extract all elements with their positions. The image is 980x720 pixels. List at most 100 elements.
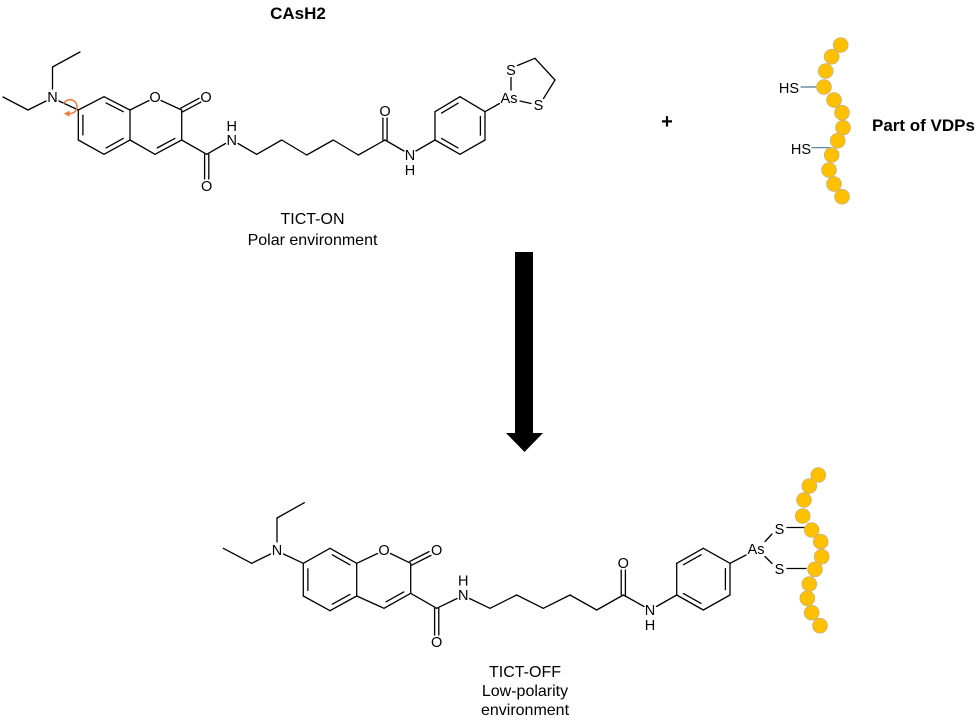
reaction-arrow xyxy=(506,252,543,452)
atom-label-o: O xyxy=(378,543,389,559)
ring-bond xyxy=(103,96,131,111)
single-bond xyxy=(729,554,747,564)
aromatic-double-bond xyxy=(440,102,459,114)
aromatic-double-bond xyxy=(385,591,405,603)
thiol-label: HS xyxy=(779,81,799,97)
amino-acid-residue-bead xyxy=(801,576,818,592)
atom-label-n: N xyxy=(458,588,468,604)
dithiolane-bond xyxy=(542,79,556,100)
atom-label-h: H xyxy=(645,618,655,634)
amino-acid-residue-bead xyxy=(803,604,820,621)
atom-label-o: O xyxy=(200,90,211,106)
ring-bond xyxy=(329,595,358,612)
amino-acid-residue-bead xyxy=(799,590,816,607)
linker-bond xyxy=(237,142,258,155)
lactone-carbonyl-bond xyxy=(180,97,200,109)
ring-bond xyxy=(302,595,331,612)
single-bond xyxy=(154,139,183,155)
amino-acid-residue-bead xyxy=(812,533,829,550)
aromatic-double-bond xyxy=(105,102,124,113)
single-bond xyxy=(764,533,773,543)
plus-sign: + xyxy=(661,111,673,133)
linker-bond xyxy=(281,139,308,156)
linker-bond xyxy=(596,594,624,611)
atom-label-h: H xyxy=(458,574,468,590)
atom-label-o: O xyxy=(201,179,212,195)
ethyl-bond xyxy=(222,547,253,564)
amino-acid-residue-bead xyxy=(796,492,812,508)
aromatic-double-bond xyxy=(331,554,351,566)
single-bond xyxy=(389,552,412,564)
amino-acid-residue-bead xyxy=(823,48,840,65)
amino-acid-residue-bead xyxy=(794,508,811,524)
linker-bond xyxy=(332,139,359,156)
atom-label-as: As xyxy=(748,542,765,558)
atom-label-n: N xyxy=(645,603,655,619)
amino-acid-residue-bead xyxy=(821,162,837,178)
linker-bond xyxy=(542,594,571,609)
linker-bond xyxy=(516,594,544,609)
linker-bond xyxy=(569,594,598,611)
single-bond xyxy=(206,142,227,155)
single-bond xyxy=(384,139,405,152)
protein-label: Part of VDPs xyxy=(872,116,975,135)
amino-acid-residue-bead xyxy=(834,104,850,121)
lactone-carbonyl-bond xyxy=(411,554,432,566)
amino-acid-residue-bead xyxy=(813,548,830,565)
single-bond xyxy=(410,592,438,609)
aromatic-double-bond xyxy=(682,592,702,605)
single-bond xyxy=(129,99,150,111)
ring-bond xyxy=(459,139,486,155)
linker-bond xyxy=(468,597,491,609)
amino-acid-residue-bead xyxy=(826,176,842,192)
atom-label-n: N xyxy=(405,148,415,164)
single-bond xyxy=(356,552,379,564)
linker-bond xyxy=(306,139,334,156)
ethyl-bond xyxy=(51,51,81,68)
ethyl-bond xyxy=(276,502,305,519)
amino-acid-residue-bead xyxy=(829,132,846,149)
product-state-label: TICT-OFF xyxy=(489,664,561,681)
atom-label-s: S xyxy=(534,98,544,114)
atom-label-as: As xyxy=(501,91,518,107)
atom-label-o: O xyxy=(618,556,629,572)
amino-acid-residue-bead xyxy=(835,119,851,136)
lactone-carbonyl-bond xyxy=(409,550,430,563)
atom-label-o: O xyxy=(431,635,442,651)
molecule-title: CAsH2 xyxy=(270,4,326,23)
ring-bond xyxy=(329,547,358,564)
ring-bond xyxy=(676,547,704,564)
amino-acid-residue-bead xyxy=(812,617,828,634)
ring-bond xyxy=(702,547,731,564)
single-bond xyxy=(356,595,385,609)
atom-label-o: O xyxy=(379,104,390,120)
single-bond xyxy=(484,102,501,113)
rotation-arrowhead-icon xyxy=(63,110,70,117)
ring-bond xyxy=(676,594,704,611)
amino-acid-residue-bead xyxy=(823,147,840,163)
atom-label-s: S xyxy=(775,562,785,578)
dithiolane-bond xyxy=(534,57,556,81)
atom-label-o: O xyxy=(149,90,160,106)
single-bond xyxy=(764,555,773,565)
ring-bond xyxy=(434,139,461,155)
single-bond xyxy=(282,553,304,564)
single-bond xyxy=(655,594,678,608)
ring-bond xyxy=(103,139,131,155)
atom-label-s: S xyxy=(775,522,785,538)
single-bond xyxy=(181,139,208,155)
amino-acid-residue-bead xyxy=(832,37,849,53)
atom-label-s: S xyxy=(506,63,516,79)
single-bond xyxy=(622,594,645,608)
rotation-arrow-icon xyxy=(62,98,78,115)
atom-label-h: H xyxy=(405,163,415,179)
product-environment-label-line1: Low-polarity xyxy=(482,683,568,700)
linker-bond xyxy=(256,139,283,155)
aromatic-double-bond xyxy=(682,554,702,566)
single-bond xyxy=(415,139,436,152)
amino-acid-residue-bead xyxy=(803,522,820,538)
